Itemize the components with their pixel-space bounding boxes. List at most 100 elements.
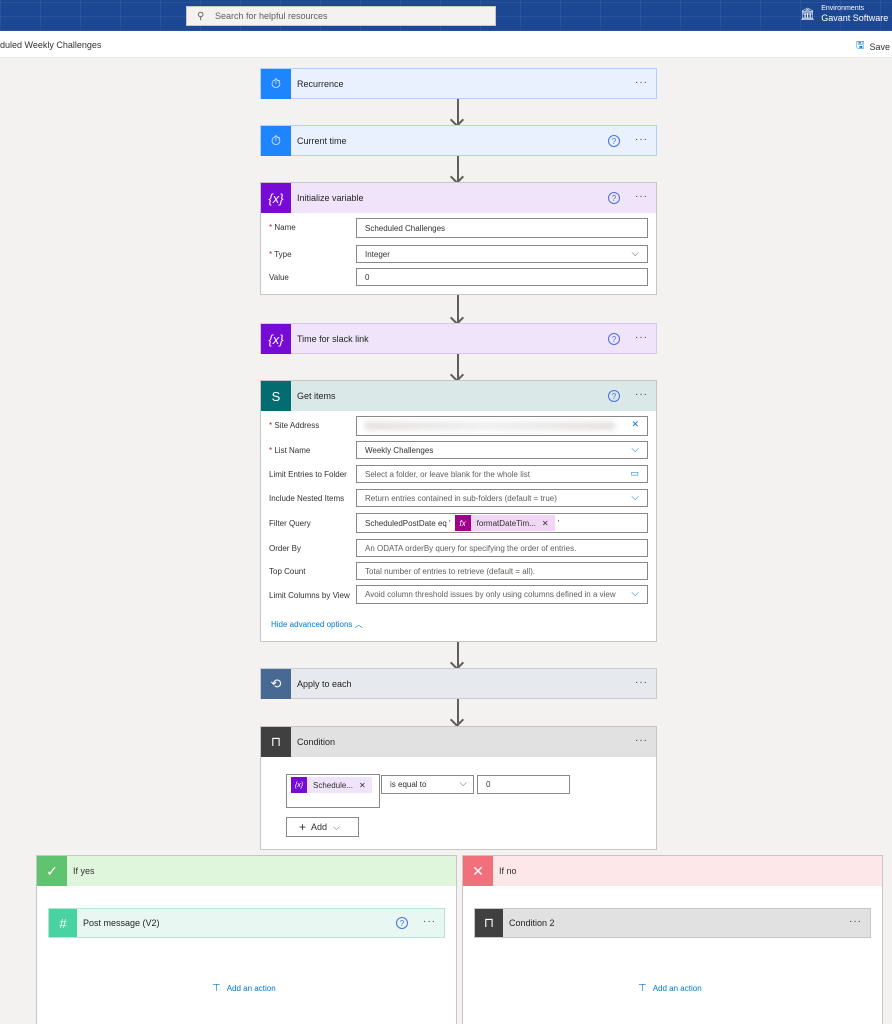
more-options-icon[interactable]: ··· [635,332,648,343]
chevron-down-icon: ⌵ [631,588,639,599]
sharepoint-icon: S [261,381,291,411]
filter-query-field[interactable]: ScheduledPostDate eq ' fx formatDateTim.… [356,513,648,533]
more-options-icon[interactable]: ··· [635,77,648,88]
step-title: Initialize variable [297,193,364,203]
add-action-button[interactable]: ⊤ Add an action [638,983,702,994]
filter-suffix: ' [557,518,560,528]
list-name-label: * List Name [269,446,311,455]
value-label: Value [269,273,289,282]
step-title: Apply to each [297,679,352,689]
connector-arrow [457,354,459,379]
token-label: Schedule... [313,780,354,790]
limit-folder-field[interactable]: Select a folder, or leave blank for the … [356,465,648,483]
list-name-select[interactable]: Weekly Challenges⌵ [356,441,648,459]
step-post-message[interactable]: # Post message (V2) ? ··· [48,908,445,938]
function-icon: fx [454,515,471,531]
step-title: Get items [297,391,336,401]
redacted-site-address [365,422,615,430]
step-condition[interactable]: ⊓ Condition ··· {x} Schedule... ✕ is equ… [260,726,657,850]
name-label: * Name [269,223,296,232]
variable-icon: {x} [261,324,291,354]
add-action-icon: ⊤ [638,983,647,994]
save-icon: 🖫 [856,40,865,51]
step-title: Post message (V2) [83,918,160,928]
step-initialize-variable[interactable]: {x} Initialize variable ? ··· * Name Sch… [260,182,657,295]
clock-icon: ⏱ [261,69,291,99]
help-icon[interactable]: ? [608,135,620,147]
add-action-icon: ⊤ [212,983,221,994]
site-address-field[interactable]: ✕ [356,416,648,436]
environment-icon: 🏛 [800,7,816,21]
remove-token-icon[interactable]: ✕ [541,518,549,528]
designer-canvas: ⏱ Recurrence ··· ⏱ Current time ? ··· {x… [0,58,892,1024]
hide-advanced-options-link[interactable]: Hide advanced options ︿ [271,620,363,629]
variable-token[interactable]: {x} Schedule... ✕ [291,777,372,793]
branch-title: If yes [73,866,95,876]
environment-picker[interactable]: 🏛 Environments Gavant Software [800,4,888,24]
help-icon[interactable]: ? [608,333,620,345]
value-field[interactable]: 0 [356,268,648,286]
step-title: Condition 2 [509,918,555,928]
type-select[interactable]: Integer⌵ [356,245,648,263]
expression-token[interactable]: fx formatDateTim... ✕ [454,515,555,531]
more-options-icon[interactable]: ··· [635,191,648,202]
search-box[interactable]: ⚲ Search for helpful resources [186,6,496,26]
token-label: formatDateTim... [476,518,536,528]
order-by-field[interactable]: An ODATA orderBy query for specifying th… [356,539,648,557]
remove-token-icon[interactable]: ✕ [359,780,366,790]
condition-icon: ⊓ [475,909,503,937]
search-placeholder: Search for helpful resources [215,11,328,21]
more-options-icon[interactable]: ··· [635,677,648,688]
step-apply-to-each[interactable]: ⟲ Apply to each ··· [260,668,657,699]
condition-left-operand[interactable]: {x} Schedule... ✕ [286,774,380,808]
condition-icon: ⊓ [261,727,291,757]
command-bar: duled Weekly Challenges 🖫 Save [0,31,892,58]
add-action-button[interactable]: ⊤ Add an action [212,983,276,994]
help-icon[interactable]: ? [608,192,620,204]
step-get-items[interactable]: S Get items ? ··· * Site Address ✕ * Lis… [260,380,657,642]
order-by-label: Order By [269,544,302,553]
connector-arrow [457,295,459,322]
save-label: Save [869,41,891,52]
chevron-down-icon: ⌵ [333,821,340,832]
more-options-icon[interactable]: ··· [635,389,648,400]
step-title: Recurrence [297,79,344,89]
more-options-icon[interactable]: ··· [635,735,648,746]
branch-title: If no [499,866,517,876]
chevron-up-icon: ︿ [354,620,363,629]
help-icon[interactable]: ? [608,390,620,402]
check-icon: ✓ [37,856,67,886]
search-icon: ⚲ [197,10,205,22]
step-condition-2[interactable]: ⊓ Condition 2 ··· [474,908,871,938]
clear-icon[interactable]: ✕ [631,419,639,429]
chevron-down-icon: ⌵ [631,444,639,455]
variable-icon: {x} [291,777,307,793]
condition-right-operand[interactable]: 0 [477,775,570,794]
clock-icon: ⏱ [261,126,291,156]
operator-select[interactable]: is equal to ⌵ [381,775,474,794]
step-title: Condition [297,737,336,747]
folder-icon[interactable]: ▭ [630,468,639,478]
more-options-icon[interactable]: ··· [849,916,862,927]
name-field[interactable]: Scheduled Challenges [356,218,648,238]
help-icon[interactable]: ? [396,917,408,929]
top-count-field[interactable]: Total number of entries to retrieve (def… [356,562,648,580]
save-button[interactable]: 🖫 Save [856,38,890,55]
more-options-icon[interactable]: ··· [423,916,436,927]
step-time-for-slack-link[interactable]: {x} Time for slack link ? ··· [260,323,657,354]
branch-if-no: ✕ If no ⊓ Condition 2 ··· ⊤ Add an actio… [462,855,883,1024]
nested-items-select[interactable]: Return entries contained in sub-folders … [356,489,648,507]
step-recurrence[interactable]: ⏱ Recurrence ··· [260,68,657,99]
limit-columns-select[interactable]: Avoid column threshold issues by only us… [356,585,648,604]
step-current-time[interactable]: ⏱ Current time ? ··· [260,125,657,156]
top-count-label: Top Count [269,567,306,576]
limit-columns-label: Limit Columns by View [269,591,350,600]
chevron-down-icon: ⌵ [631,492,639,503]
connector-arrow [457,99,459,124]
step-title: Time for slack link [297,334,369,344]
more-options-icon[interactable]: ··· [635,134,648,145]
limit-folder-label: Limit Entries to Folder [269,470,347,479]
add-row-button[interactable]: + Add ⌵ [286,817,359,837]
environment-label: Environments [821,5,865,12]
type-label: * Type [269,250,292,259]
